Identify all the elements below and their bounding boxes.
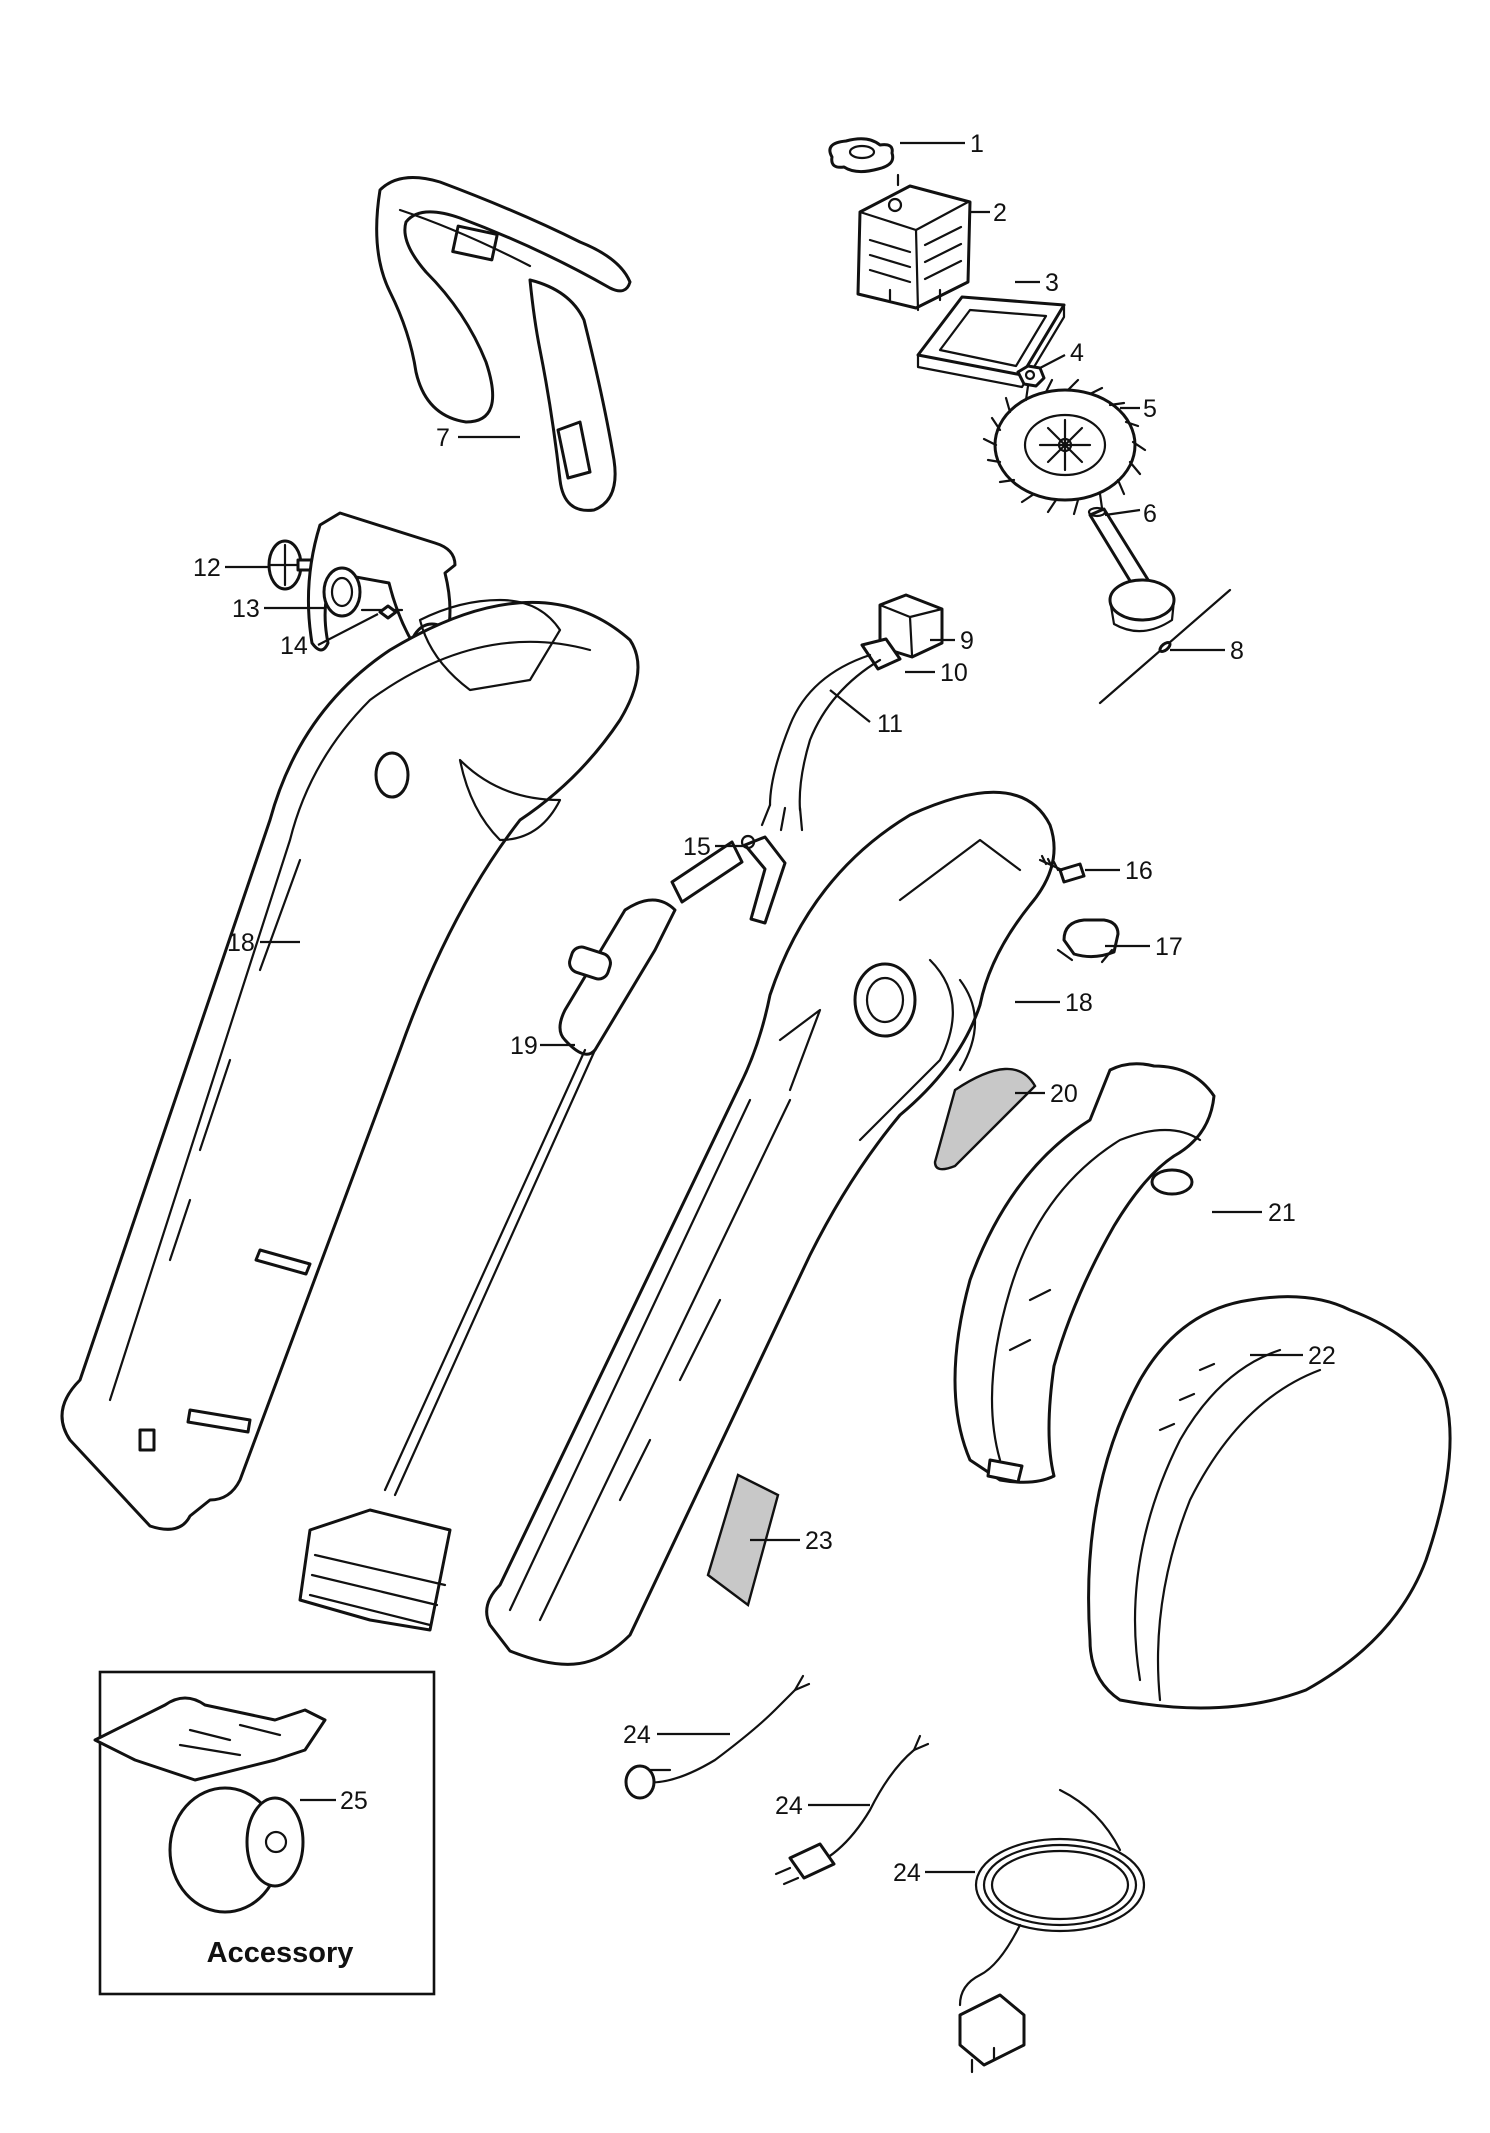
callout-4: 4 — [1070, 339, 1084, 367]
part-12-knob — [267, 539, 314, 591]
part-18-housing-left — [60, 598, 640, 1531]
callout-22: 22 — [1308, 1342, 1336, 1370]
callout-19: 19 — [510, 1032, 538, 1060]
part-24-cord-a — [624, 1674, 811, 1800]
part-17-clip — [1056, 918, 1120, 964]
part-9-10-11-switch — [760, 593, 944, 832]
callout-12: 12 — [193, 554, 221, 582]
part-24-cord-c — [958, 1788, 1146, 2074]
callout-9: 9 — [960, 627, 974, 655]
callout-13: 13 — [232, 595, 260, 623]
accessory-title: Accessory — [207, 1937, 354, 1969]
callout-2: 2 — [993, 199, 1007, 227]
callout-16: 16 — [1125, 857, 1153, 885]
part-3-seal — [916, 295, 1066, 389]
part-6-shaft — [1087, 506, 1176, 633]
callout-7: 7 — [436, 424, 450, 452]
part-20-label — [933, 1067, 1037, 1171]
callout-24-b: 24 — [775, 1792, 803, 1820]
callout-6: 6 — [1143, 500, 1157, 528]
part-1-knob — [828, 137, 895, 174]
part-25-wheel — [93, 1696, 327, 1914]
callout-10: 10 — [940, 659, 968, 687]
part-21-nozzle — [953, 1062, 1216, 1484]
callout-17: 17 — [1155, 933, 1183, 961]
part-5-fan — [982, 378, 1147, 516]
part-8-pin — [1098, 588, 1232, 705]
part-2-motor — [856, 173, 972, 312]
part-15-clip — [670, 834, 787, 925]
part-7-strap — [375, 176, 632, 512]
callout-15: 15 — [683, 833, 711, 861]
callout-18-right: 18 — [1065, 989, 1093, 1017]
callout-1: 1 — [970, 130, 984, 158]
callout-8: 8 — [1230, 637, 1244, 665]
callout-24-c: 24 — [893, 1859, 921, 1887]
callout-labels: 1 2 3 4 5 6 7 8 9 10 11 12 13 14 15 16 1… — [193, 130, 1336, 1887]
leader-lines — [225, 141, 1303, 1874]
callout-23: 23 — [805, 1527, 833, 1555]
part-4-nut — [1016, 364, 1046, 388]
callout-11: 11 — [877, 710, 903, 738]
part-16-screw — [1038, 854, 1086, 884]
callout-25: 25 — [340, 1787, 368, 1815]
callout-5: 5 — [1143, 395, 1157, 423]
part-22-bag — [1087, 1295, 1452, 1710]
callout-21: 21 — [1268, 1199, 1296, 1227]
callout-24-a: 24 — [623, 1721, 651, 1749]
callout-3: 3 — [1045, 269, 1059, 297]
callout-20: 20 — [1050, 1080, 1078, 1108]
callout-18-left: 18 — [227, 929, 255, 957]
part-19-rod — [298, 898, 677, 1632]
callout-14: 14 — [280, 632, 308, 660]
part-18-housing-right — [485, 790, 1056, 1666]
part-24-cord-b — [774, 1734, 930, 1886]
part-23-label — [706, 1473, 780, 1608]
accessory-box: Accessory — [93, 1670, 436, 1996]
